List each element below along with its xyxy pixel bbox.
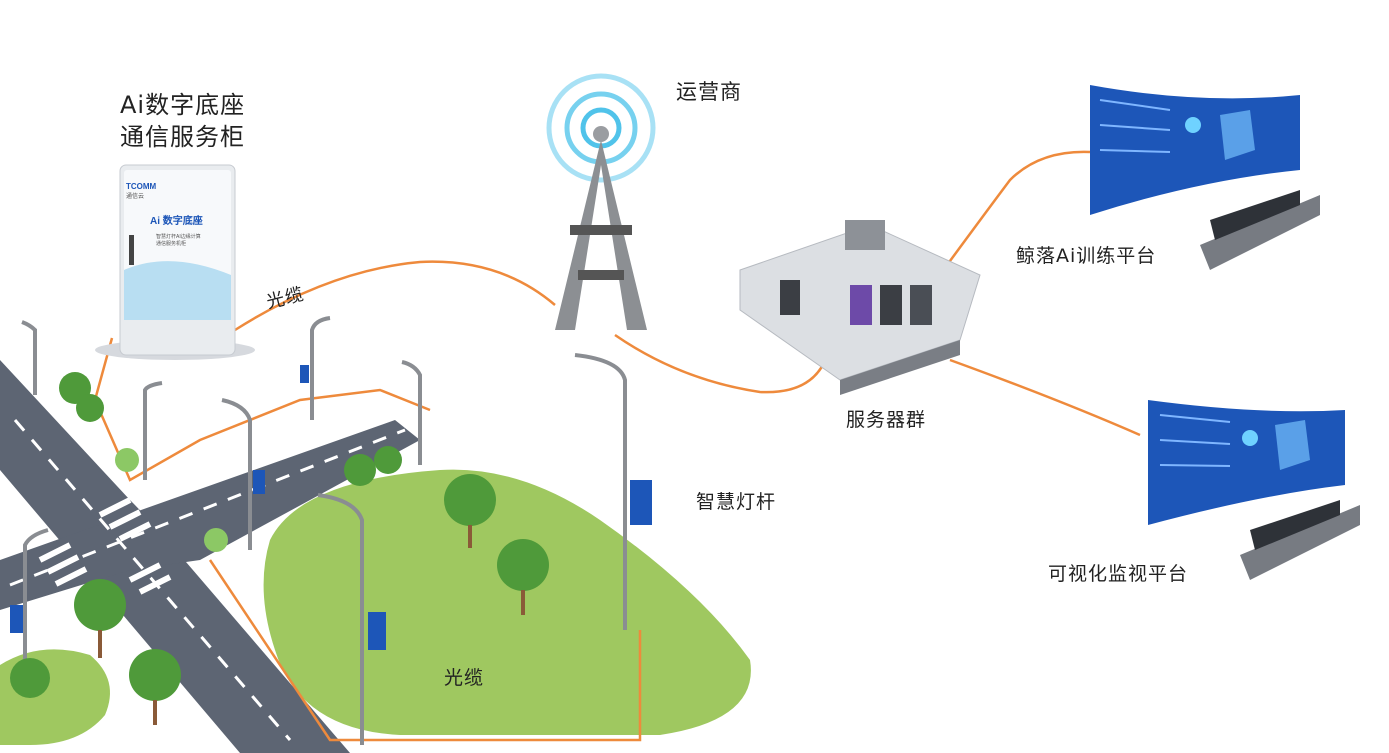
cell-tower [546,73,656,330]
cabinet-label-line1: Ai数字底座 [120,91,246,119]
crosswalk [38,497,172,595]
cabinet-panel-title: Ai 数字底座 [150,216,203,227]
cabinet-panel-sub1: 智慧灯杆AI边缘计算 [156,234,201,240]
grass-area-main [263,469,751,735]
cabinet-panel: TCOMM 通信云 Ai 数字底座 智慧灯杆AI边缘计算 通信服务机柜 [126,182,228,247]
road-markings [9,419,406,741]
training-platform-graphic [1090,85,1320,270]
server-room [739,220,981,395]
cabinet-brand: TCOMM [126,182,157,191]
training-platform-label: 鲸落Ai训练平台 [1016,245,1157,267]
pole-screens [10,365,652,650]
cable-label-lower: 光缆 [444,667,485,689]
visual-platform-graphic [1148,400,1360,580]
road-cross [0,420,420,610]
server-group-label: 服务器群 [846,409,927,431]
visual-platform-label: 可视化监视平台 [1048,563,1189,585]
ai-cabinet [95,164,255,360]
cabinet-brand-sub: 通信云 [126,194,145,200]
cabinet-label-line2: 通信服务柜 [120,123,245,151]
cabinet-label: Ai数字底座 通信服务柜 [120,89,245,153]
smart-pole-label: 智慧灯杆 [696,491,777,513]
operator-label: 运营商 [676,80,742,104]
street-poles [21,316,627,745]
cabinet-panel-sub2: 通信服务机柜 [156,241,187,247]
trees [10,372,549,725]
